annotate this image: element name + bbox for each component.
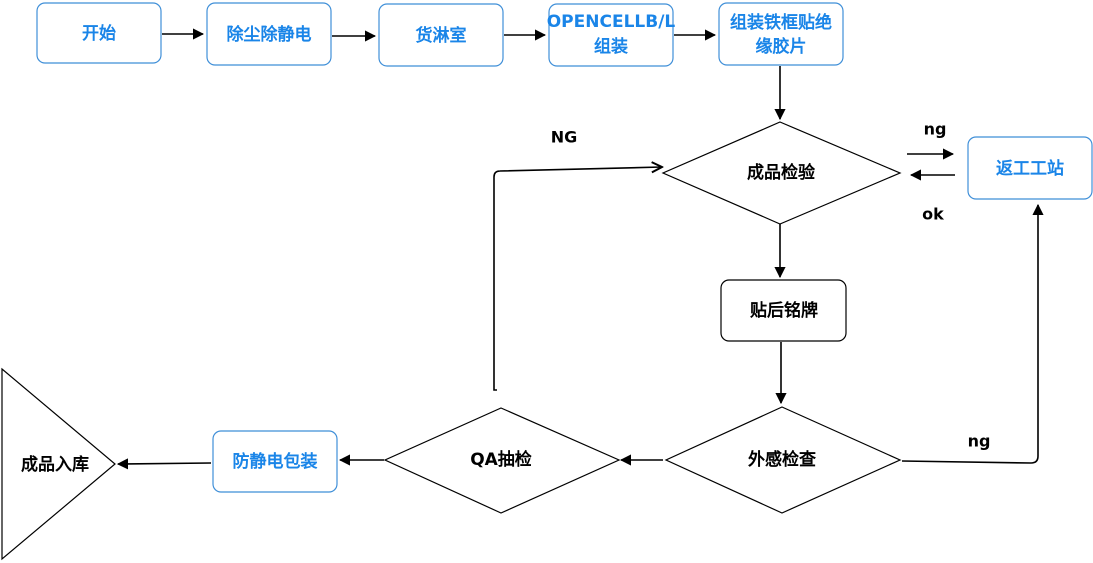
edge-label-to-rework: ng <box>924 120 947 139</box>
node-antistatic-packing: 防静电包装 <box>212 430 338 493</box>
edge-label-qa-ng: NG <box>551 128 578 147</box>
node-frame-assembly: 组装铁框贴绝 缘胶片 <box>718 2 844 66</box>
edge-labels: ng ok NG ng <box>551 120 991 451</box>
node-final-inspection: 成品检验 <box>661 121 902 225</box>
node-qa-sampling: QA抽检 <box>383 407 621 514</box>
node-final-inspection-label: 成品检验 <box>747 162 816 183</box>
node-nameplate-label: 贴后铭牌 <box>750 300 818 321</box>
node-frame-assembly-label-line1: 组装铁框贴绝 <box>730 12 832 33</box>
node-qa-sampling-label: QA抽检 <box>470 449 532 470</box>
edge-visual-ng-to-rework <box>901 203 1044 464</box>
edge-label-from-rework: ok <box>922 205 944 224</box>
node-shower-room: 货淋室 <box>378 3 504 67</box>
node-start-label: 开始 <box>82 23 116 44</box>
node-start: 开始 <box>36 2 162 64</box>
node-frame-assembly-label-line2: 缘胶片 <box>756 36 807 57</box>
node-opencell-assembly-label-line1: OPENCELLB/L <box>547 12 676 32</box>
edge-label-visual-ng: ng <box>968 432 991 451</box>
node-destatic-label: 除尘除静电 <box>227 24 312 45</box>
edges <box>116 28 1044 470</box>
node-destatic: 除尘除静电 <box>206 2 332 66</box>
edge-qa-ng-to-inspection <box>493 167 662 391</box>
node-visual-check-label: 外感检查 <box>748 449 817 470</box>
node-shower-room-label: 货淋室 <box>416 25 467 46</box>
node-warehouse-in-label: 成品入库 <box>21 454 89 475</box>
node-opencell-assembly: OPENCELLB/L 组装 <box>547 3 676 67</box>
node-rework-station: 返工工站 <box>967 136 1093 200</box>
node-rework-station-label: 返工工站 <box>996 158 1064 179</box>
node-nameplate: 贴后铭牌 <box>720 279 847 342</box>
edge-packing-to-warehouse <box>116 458 212 470</box>
node-visual-check: 外感检查 <box>664 406 902 514</box>
node-opencell-assembly-label-line2: 组装 <box>594 36 628 57</box>
node-warehouse-in: 成品入库 <box>1 367 116 561</box>
node-antistatic-packing-label: 防静电包装 <box>233 451 318 472</box>
